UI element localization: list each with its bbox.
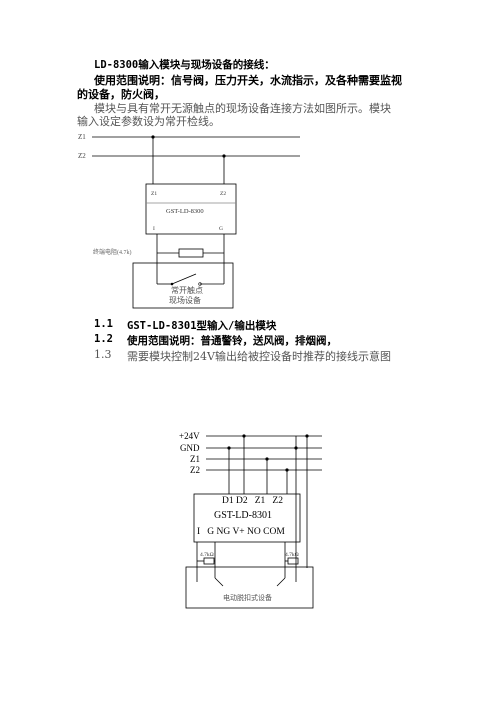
contact-pivot [170, 282, 174, 286]
contact-point [198, 282, 202, 286]
junction-z1 [151, 135, 155, 139]
junction-24v-d2 [242, 434, 246, 438]
contact-label-1: 常开触点 [171, 285, 203, 295]
junction-24v-return [305, 434, 309, 438]
contact-label-2: 现场设备 [169, 295, 201, 305]
section1-heading: LD-8300输入模块与现场设备的接线： [94, 59, 275, 71]
controlled-device-box [185, 566, 314, 609]
junction-gnd-return [294, 446, 298, 450]
device-label: 电动脱扣式设备 [223, 593, 272, 602]
junction-z2 [285, 468, 289, 472]
item-1-3-text: 需要模块控制24V输出给被控设备时推荐的接线示意图 [127, 350, 391, 363]
desc-line-2: 输入设定参数设为常开检线。 [77, 115, 220, 128]
scope-line-2: 的设备，防火阀， [77, 88, 165, 101]
item-1-2-text: 使用范围说明：普通警铃，送风阀，排烟阀， [127, 335, 337, 347]
bus-z1-label: Z1 [78, 133, 86, 141]
resistor-left-label: 4.7kΩ [200, 552, 214, 558]
module-ld8300-name: GST-LD-8300 [166, 208, 204, 215]
junction-gnd-d1 [227, 446, 231, 450]
scope-line-1: 使用范围说明：信号阀，压力开关，水流指示，及各种需要监视 [94, 74, 402, 87]
item-1-3-number: 1.3 [94, 348, 112, 361]
module-term-z2: Z2 [220, 191, 226, 197]
module-bottom-terminals: I G NG V+ NO COM [197, 527, 285, 537]
module-top-terminals: D1 D2 Z1 Z2 [222, 496, 283, 506]
device-switch-right [276, 577, 286, 587]
module-ld8301-name: GST-LD-8301 [214, 510, 272, 521]
item-1-1-text: GST-LD-8301型输入/输出模块 [127, 320, 277, 332]
device-switch-left [214, 577, 224, 587]
module-term-z1: Z1 [151, 191, 157, 197]
field-device-box [132, 262, 234, 309]
desc-line-1: 模块与具有常开无源触点的现场设备连接方法如图所示。模块 [94, 102, 391, 115]
nc-contact-blade [171, 273, 197, 285]
resistor-right-label: 4.7kΩ [285, 552, 299, 558]
junction-z2 [222, 154, 226, 158]
item-1-2-number: 1.2 [94, 333, 113, 345]
bus-gnd-label: GND [180, 443, 200, 453]
resistor-left [203, 557, 215, 565]
bus-z1-label: Z1 [190, 454, 200, 464]
module-ld8300-box [145, 183, 237, 235]
module-ld8301-box [193, 493, 301, 543]
bus-z2-label: Z2 [190, 465, 200, 475]
resistor-right [287, 557, 299, 565]
bus-z2-label: Z2 [78, 152, 86, 160]
module-term-g: G [219, 226, 223, 232]
item-1-1-number: 1.1 [94, 318, 113, 330]
module-term-i: I [153, 226, 155, 232]
junction-z1 [265, 457, 269, 461]
bus-24v-label: +24V [179, 431, 200, 441]
terminal-resistor-label: 终端电阻(4.7k) [93, 248, 132, 256]
